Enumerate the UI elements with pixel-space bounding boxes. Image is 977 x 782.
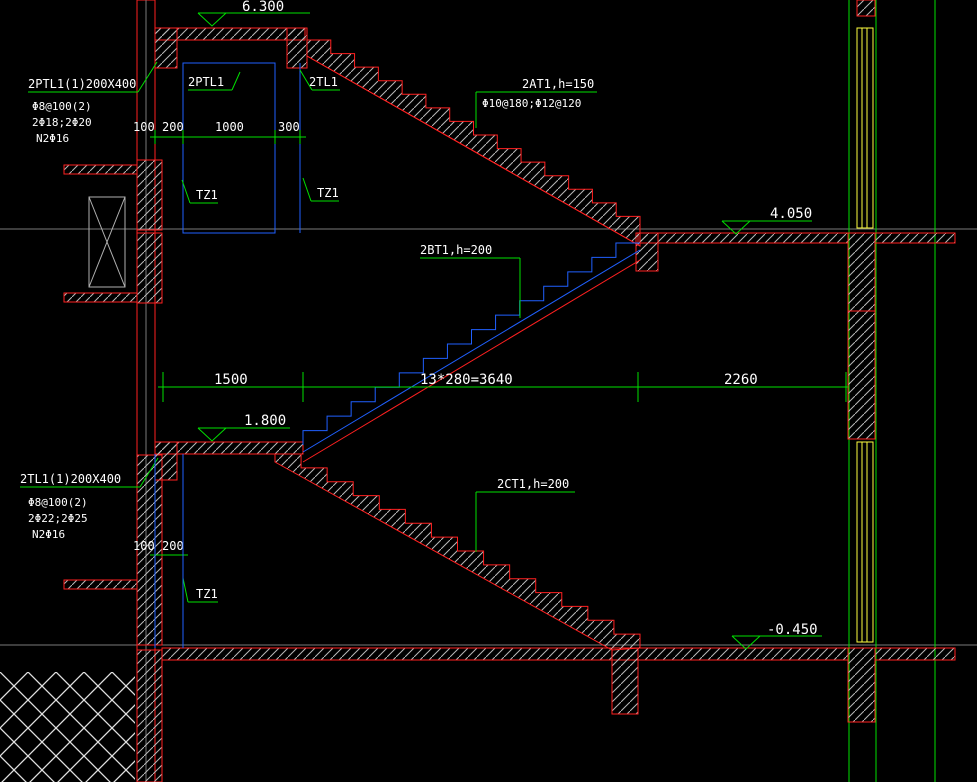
- tz-label-c: TZ1: [182, 577, 218, 603]
- tz-a-text: TZ1: [196, 188, 218, 202]
- flight-b-soffit-1: [302, 249, 641, 453]
- beam-lower-stirrup: Φ8@100(2): [28, 496, 88, 509]
- flight-ct-name: 2CT1,h=200: [497, 477, 569, 491]
- level-marker-ground: -0.450: [731, 622, 822, 650]
- beam-upper-stirrup: Φ8@100(2): [32, 100, 92, 113]
- ground-slab: [161, 647, 956, 715]
- tz-b-text: TZ1: [317, 186, 339, 200]
- ptl-text: 2PTL1: [188, 75, 224, 89]
- dimension-low: 100 200: [133, 539, 188, 562]
- level-marker-upper: 4.050: [721, 206, 812, 235]
- flight-ct-note: 2CT1,h=200: [475, 477, 575, 552]
- stair-flights: [274, 39, 641, 651]
- dimension-top: 100 200 1000 300: [133, 120, 306, 144]
- tz-label-a: TZ1: [181, 179, 218, 204]
- level-marker-mid: 1.800: [197, 413, 290, 442]
- beam-upper-name: 2PTL1(1)200X400: [28, 77, 136, 91]
- tz-c-text: TZ1: [196, 587, 218, 601]
- dim-mid-2: 2260: [724, 372, 758, 388]
- mid-landing-slab: [154, 441, 304, 481]
- flight-at-rebar: Φ10@180;Φ12@120: [482, 97, 581, 110]
- right-wall: [847, 0, 936, 782]
- dim-mid-1: 13*280=3640: [420, 372, 513, 388]
- dim-top-1: 200: [162, 120, 184, 134]
- flight-b-soffit-2: [302, 259, 641, 463]
- flight-at-note: 2AT1,h=150 Φ10@180;Φ12@120: [475, 77, 597, 128]
- flight-b-steps: [302, 242, 640, 445]
- level-ground: -0.450: [767, 622, 818, 638]
- level-upper: 4.050: [770, 206, 812, 222]
- level-marker-top: 6.300: [197, 0, 310, 27]
- beam-upper-side: N2Φ16: [36, 132, 69, 145]
- flight-a-soffit: [306, 55, 641, 247]
- beam-lower-note: 2TL1(1)200X400 Φ8@100(2) 2Φ22;2Φ25 N2Φ16: [20, 457, 159, 541]
- upper-landing-slab: [635, 232, 956, 272]
- tz-label-b: TZ1: [302, 177, 339, 202]
- beam-lower-side: N2Φ16: [32, 528, 65, 541]
- level-mid: 1.800: [244, 413, 286, 429]
- top-landing: [154, 27, 308, 234]
- left-wall: [63, 0, 163, 782]
- flight-bt-note: 2BT1,h=200: [420, 243, 521, 318]
- level-lines: [0, 228, 977, 646]
- dim-low-1: 200: [162, 539, 184, 553]
- flight-bt-name: 2BT1,h=200: [420, 243, 492, 257]
- ground-hatch: [0, 672, 135, 782]
- flight-c: [274, 453, 641, 651]
- dim-top-2: 1000: [215, 120, 244, 134]
- dim-low-0: 100: [133, 539, 155, 553]
- beam-lower-rebar: 2Φ22;2Φ25: [28, 512, 88, 525]
- level-top: 6.300: [242, 0, 284, 15]
- tl-text: 2TL1: [309, 75, 338, 89]
- tl-label: 2TL1: [299, 69, 340, 91]
- dimension-mid: 1500 13*280=3640 2260: [158, 372, 848, 402]
- ptl-label: 2PTL1: [188, 71, 241, 91]
- dim-top-3: 300: [278, 120, 300, 134]
- flight-a: [306, 39, 641, 247]
- beam-upper-rebar: 2Φ18;2Φ20: [32, 116, 92, 129]
- dim-mid-0: 1500: [214, 372, 248, 388]
- beam-upper-note: 2PTL1(1)200X400 Φ8@100(2) 2Φ18;2Φ20 N2Φ1…: [28, 61, 158, 145]
- beam-lower-name: 2TL1(1)200X400: [20, 472, 121, 486]
- lower-columns: [154, 454, 184, 648]
- window-symbol: [88, 196, 126, 288]
- dim-top-0: 100: [133, 120, 155, 134]
- flight-at-name: 2AT1,h=150: [522, 77, 594, 91]
